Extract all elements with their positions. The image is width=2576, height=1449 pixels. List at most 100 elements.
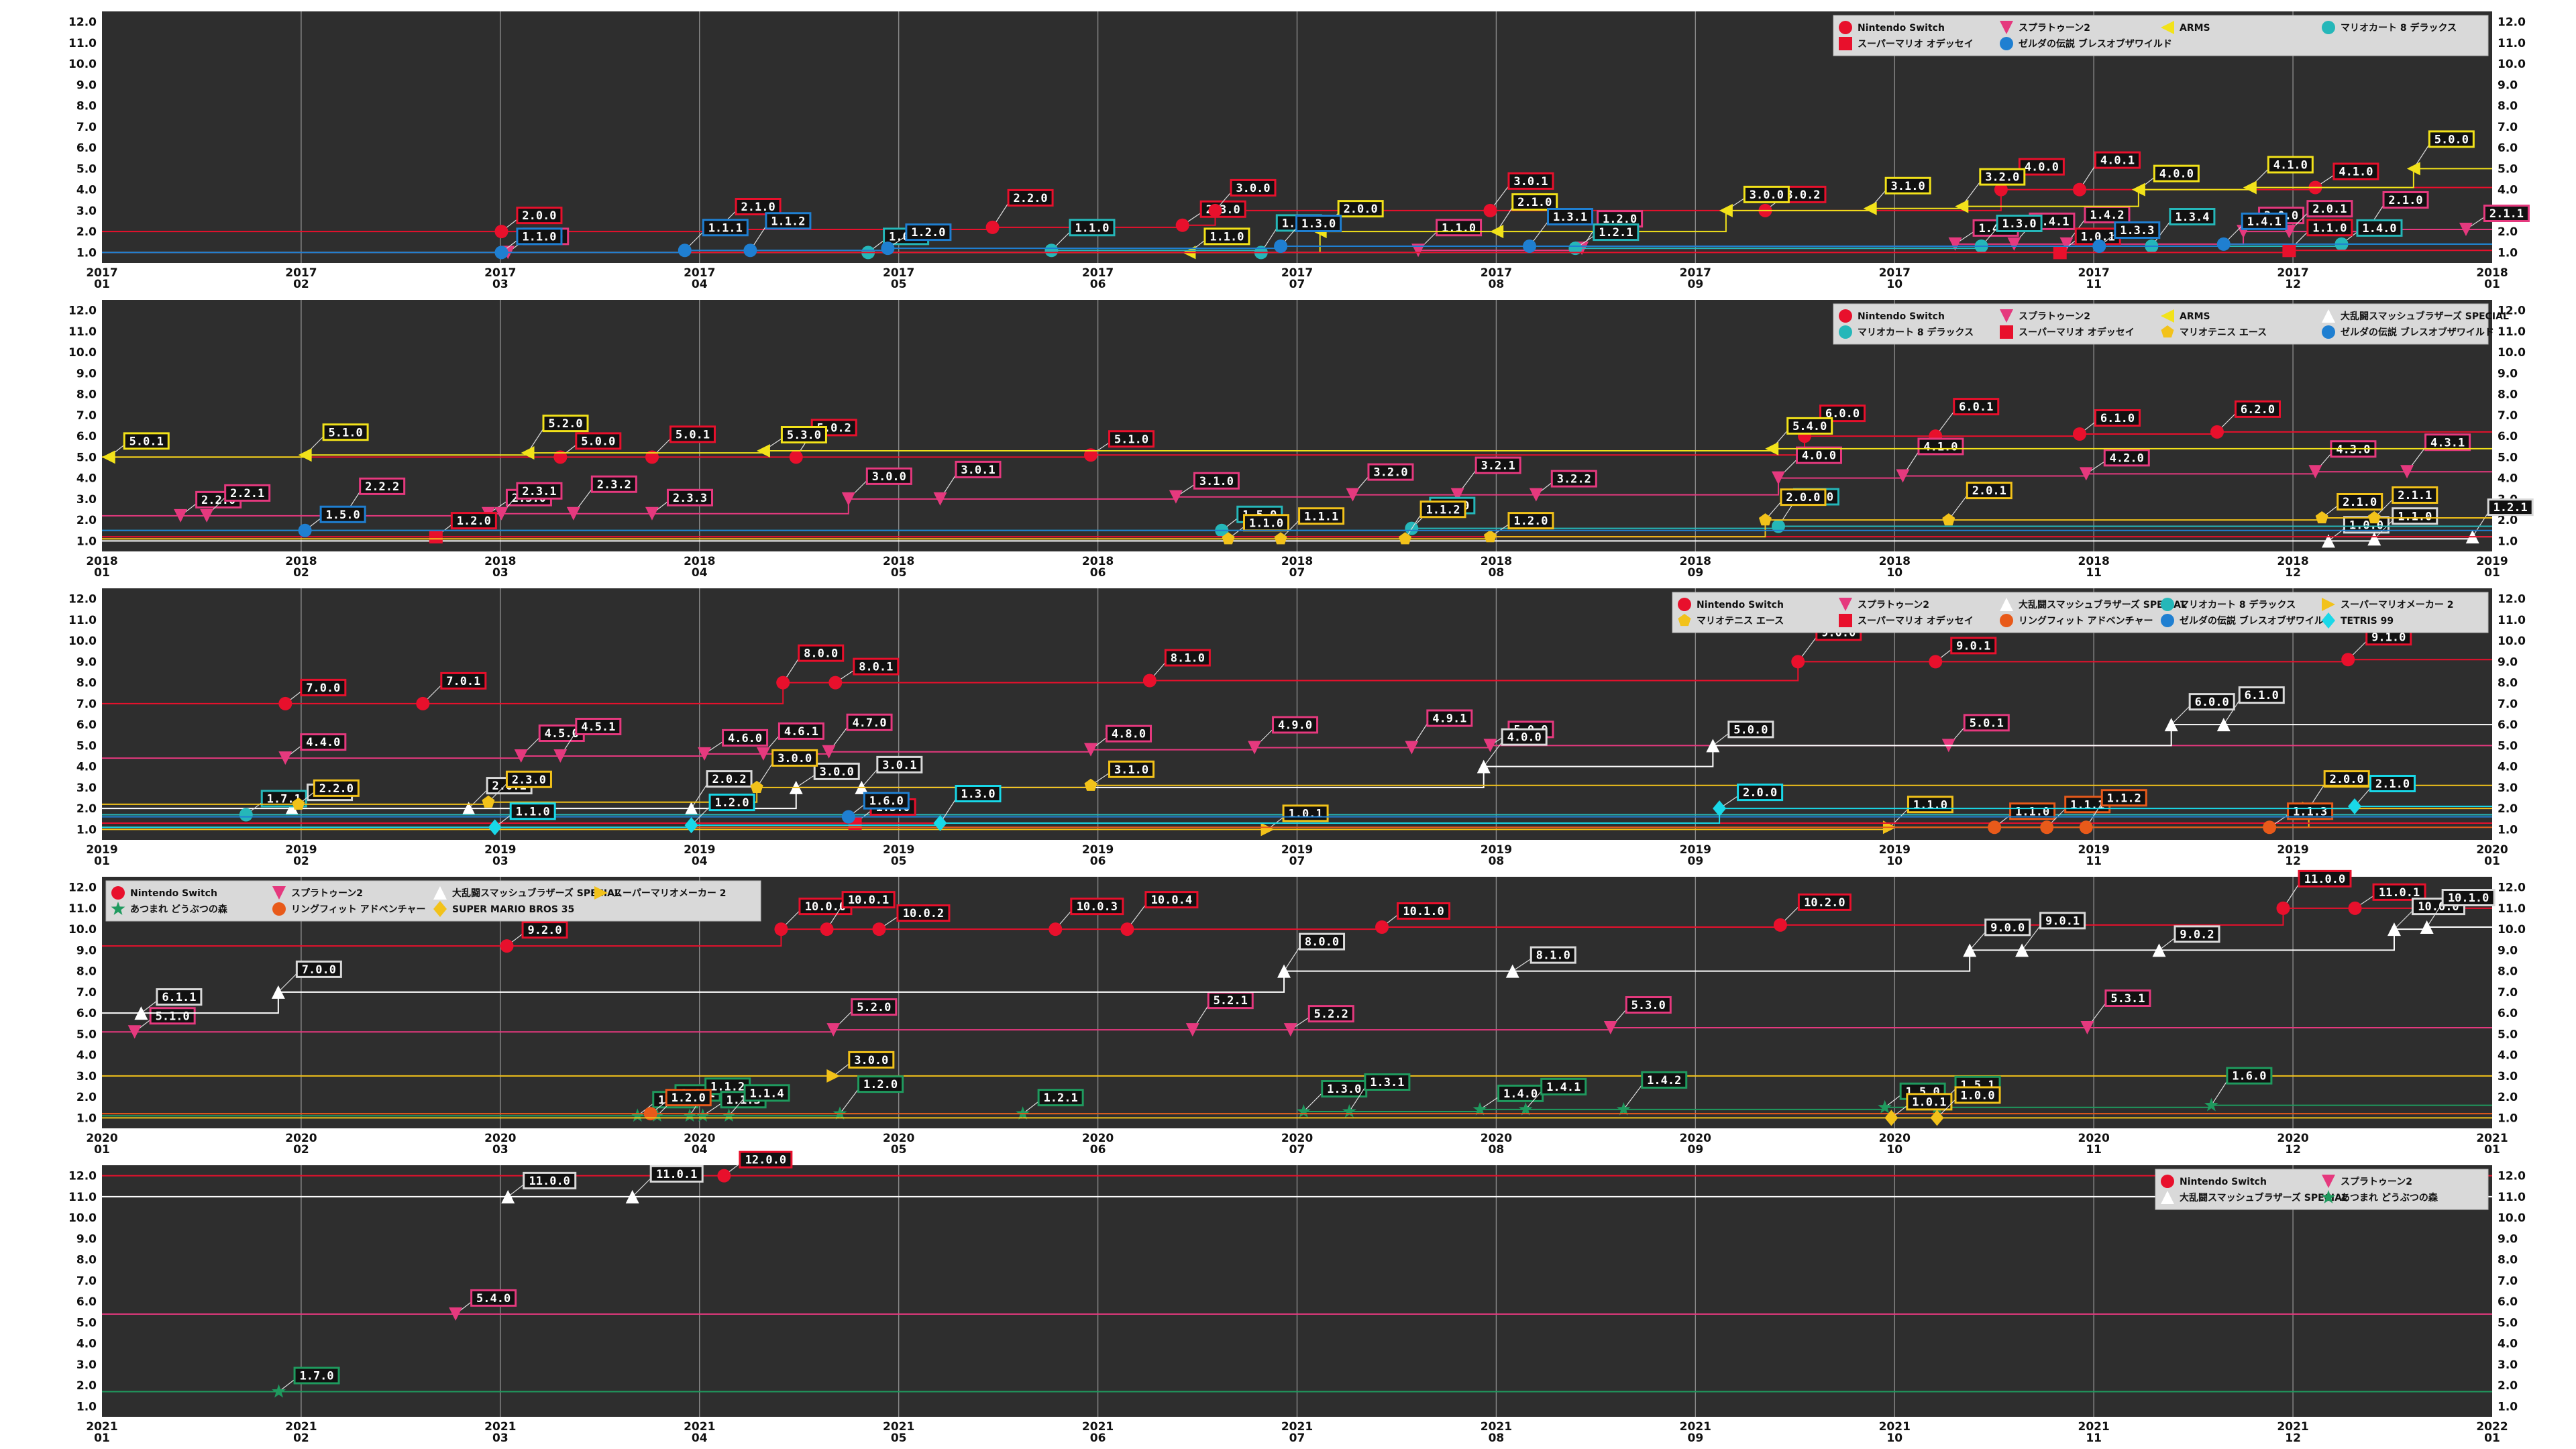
legend-marker (2000, 309, 2013, 323)
data-label: 1.3.1 (1370, 1076, 1404, 1089)
data-label-inner (2237, 402, 2279, 416)
data-label-inner (2308, 221, 2351, 235)
series-line (102, 168, 2492, 254)
series-2: 2.2.02.2.12.2.22.3.02.3.12.3.22.3.33.0.0… (102, 433, 2492, 523)
legend-box (1672, 592, 2489, 633)
data-label: 1.2.0 (457, 515, 491, 528)
data-point (2282, 244, 2296, 258)
y-tick-label-left: 8.0 (76, 1254, 97, 1267)
data-label-inner (1968, 484, 2010, 498)
data-point (1260, 822, 1275, 837)
data-point (756, 444, 770, 458)
data-label-inner (321, 507, 364, 521)
data-label: 1.1.0 (2398, 510, 2432, 523)
data-label-inner (780, 724, 822, 738)
data-point (774, 922, 788, 936)
legend-entry: スプラトゥーン2 (291, 888, 363, 899)
label-leader (1483, 739, 1505, 767)
data-label: 4.3.0 (2336, 443, 2370, 456)
data-point (2348, 798, 2362, 814)
data-point (696, 1108, 710, 1122)
y-tick-label-left: 3.0 (76, 205, 97, 218)
y-tick-label-right: 3.0 (2498, 782, 2518, 795)
data-point (494, 246, 508, 260)
label-leader (141, 999, 159, 1014)
data-point (1222, 532, 1235, 545)
data-point (1929, 655, 1943, 669)
data-label: 1.0.1 (1912, 1095, 1946, 1109)
data-point (743, 244, 757, 258)
data-label-inner (1797, 448, 1840, 462)
data-label-inner (1745, 187, 1788, 201)
data-label-inner (2374, 885, 2424, 899)
legend-entry: マリオカート 8 デラックス (2180, 599, 2296, 610)
data-label: 2.1.0 (2343, 496, 2377, 509)
y-tick-label-right: 9.0 (2498, 78, 2518, 92)
data-label: 4.8.0 (1112, 728, 1146, 741)
data-label-inner (2339, 495, 2381, 508)
data-point (1375, 920, 1389, 934)
data-label: 10.0.1 (848, 894, 889, 907)
data-point (2315, 511, 2328, 524)
y-tick-label-left: 8.0 (76, 388, 97, 402)
data-label: 4.1.0 (2273, 159, 2308, 172)
data-label-inner (1499, 1086, 1542, 1100)
data-point (678, 244, 692, 258)
data-point (2321, 534, 2335, 548)
data-label-inner (2334, 164, 2377, 178)
data-point (1616, 1102, 1631, 1116)
data-point (1283, 1023, 1297, 1037)
legend-marker (2000, 21, 2013, 34)
y-tick-label-left: 12.0 (68, 16, 97, 30)
series-6: 2.2.02.3.03.0.03.1.0 (102, 749, 2492, 810)
data-label-inner (1542, 1079, 1585, 1093)
data-label-inner (2358, 221, 2401, 235)
data-label-inner (1627, 998, 1670, 1012)
data-point (1411, 244, 1426, 258)
data-point (488, 819, 502, 836)
data-label: 1.1.0 (522, 230, 556, 244)
data-label-inner (2171, 210, 2214, 223)
data-point (1483, 739, 1497, 753)
label-leader (507, 1183, 526, 1197)
data-label-inner (1643, 1073, 1686, 1087)
y-tick-label-right: 3.0 (2498, 1070, 2518, 1083)
data-label-inner (957, 462, 1000, 476)
data-label: 1.3.0 (1327, 1083, 1361, 1096)
data-label: 1.0.1 (1288, 807, 1322, 820)
legend-marker (2322, 612, 2335, 629)
data-label: 2.1.0 (741, 201, 775, 214)
label-leader (1283, 944, 1302, 971)
data-label-inner (1274, 718, 1317, 732)
data-label-inner (1739, 786, 1782, 800)
legend-marker (2161, 21, 2174, 34)
y-tick-label-left: 3.0 (76, 782, 97, 795)
data-label: 3.0.0 (1750, 189, 1784, 202)
y-tick-label-left: 11.0 (68, 37, 97, 50)
data-label: 12.0.0 (745, 1154, 786, 1167)
y-tick-label-left: 6.0 (76, 1295, 97, 1309)
y-tick-label-left: 7.0 (76, 1275, 97, 1288)
data-label-inner (2076, 229, 2119, 244)
data-point (2204, 1097, 2218, 1112)
data-label: 8.0.0 (804, 647, 838, 661)
data-point (566, 506, 580, 521)
data-label: 2.0.0 (1743, 786, 1777, 800)
data-point (684, 817, 698, 834)
data-label-inner (1323, 1082, 1366, 1095)
data-label-inner (773, 751, 816, 765)
y-tick-label-left: 8.0 (76, 677, 97, 690)
data-label: 11.0.1 (2379, 886, 2420, 900)
data-label-inner (2086, 207, 2129, 221)
